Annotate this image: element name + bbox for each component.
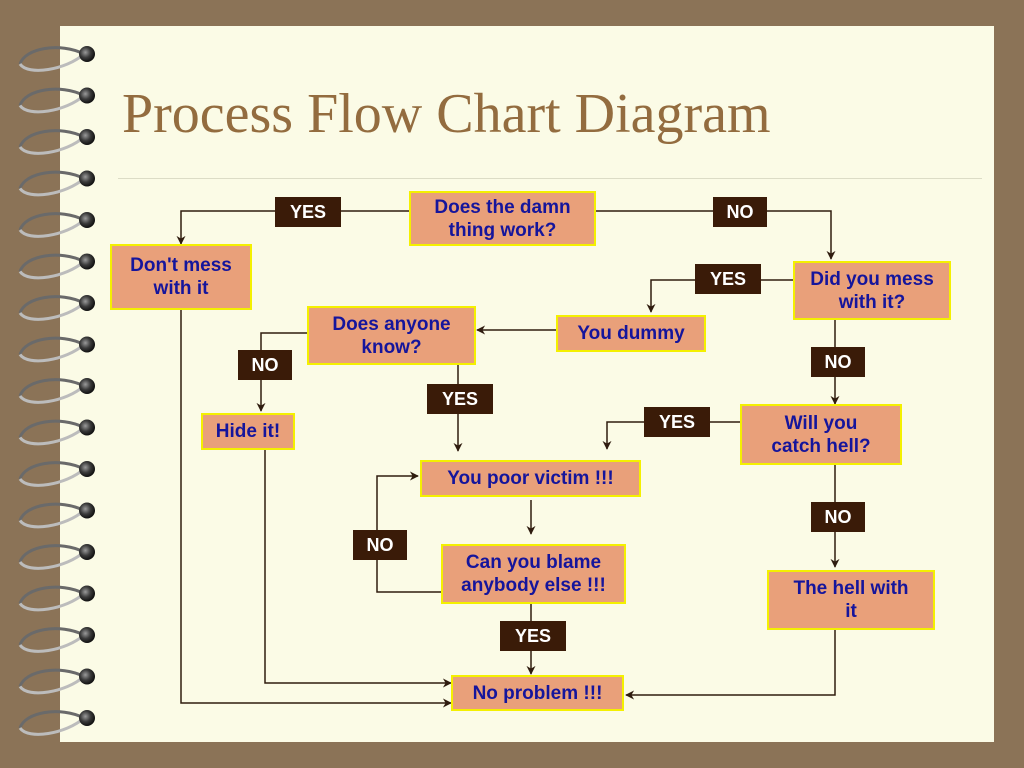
- spiral-ring-icon: [18, 295, 95, 321]
- spiral-ring-icon: [18, 87, 95, 114]
- spiral-ring-icon: [18, 502, 95, 529]
- node-can-you-blame: Can you blame anybody else !!!: [441, 544, 626, 604]
- label-messed-yes: YES: [695, 264, 761, 294]
- node-does-anyone-know: Does anyone know?: [307, 306, 476, 365]
- label-blame-yes: YES: [500, 621, 566, 651]
- connector-hellwith-to-noproblem: [625, 630, 836, 700]
- connector-hide-to-noproblem: [264, 450, 452, 688]
- node-you-poor-victim: You poor victim !!!: [420, 460, 641, 497]
- spiral-ring-icon: [18, 378, 95, 404]
- label-hell-no: NO: [811, 502, 865, 532]
- connector-works-no: [596, 210, 836, 260]
- title-divider: [118, 178, 982, 179]
- page-title: Process Flow Chart Diagram: [122, 83, 771, 145]
- spiral-ring-icon: [18, 544, 95, 570]
- spiral-ring-icon: [18, 461, 95, 487]
- node-hide-it: Hide it!: [201, 413, 295, 450]
- spiral-ring-icon: [18, 710, 95, 736]
- spiral-ring-icon: [18, 585, 95, 612]
- node-you-dummy: You dummy: [556, 315, 706, 352]
- spiral-ring-icon: [18, 419, 95, 446]
- spiral-ring-icon: [18, 336, 95, 363]
- spiral-ring-icon: [18, 46, 95, 72]
- spiral-ring-icon: [18, 212, 95, 238]
- node-dont-mess: Don't mess with it: [110, 244, 252, 310]
- spiral-ring-icon: [18, 668, 95, 695]
- node-the-hell-with-it: The hell with it: [767, 570, 935, 630]
- node-will-you-catch-hell: Will you catch hell?: [740, 404, 902, 465]
- spiral-ring-icon: [18, 129, 95, 155]
- label-hell-yes: YES: [644, 407, 710, 437]
- spiral-ring-icon: [18, 253, 95, 280]
- label-messed-no: NO: [811, 347, 865, 377]
- connector-dontmess-to-noproblem: [180, 310, 452, 708]
- label-knows-no: NO: [238, 350, 292, 380]
- label-blame-no: NO: [353, 530, 407, 560]
- spiral-ring-icon: [18, 170, 95, 197]
- label-works-yes: YES: [275, 197, 341, 227]
- label-knows-yes: YES: [427, 384, 493, 414]
- node-does-it-work: Does the damn thing work?: [409, 191, 596, 246]
- node-did-you-mess: Did you mess with it?: [793, 261, 951, 320]
- connector-knows-no: [256, 332, 307, 412]
- spiral-ring-icon: [18, 627, 95, 653]
- node-no-problem: No problem !!!: [451, 675, 624, 711]
- spiral-binding: [18, 46, 95, 736]
- label-works-no: NO: [713, 197, 767, 227]
